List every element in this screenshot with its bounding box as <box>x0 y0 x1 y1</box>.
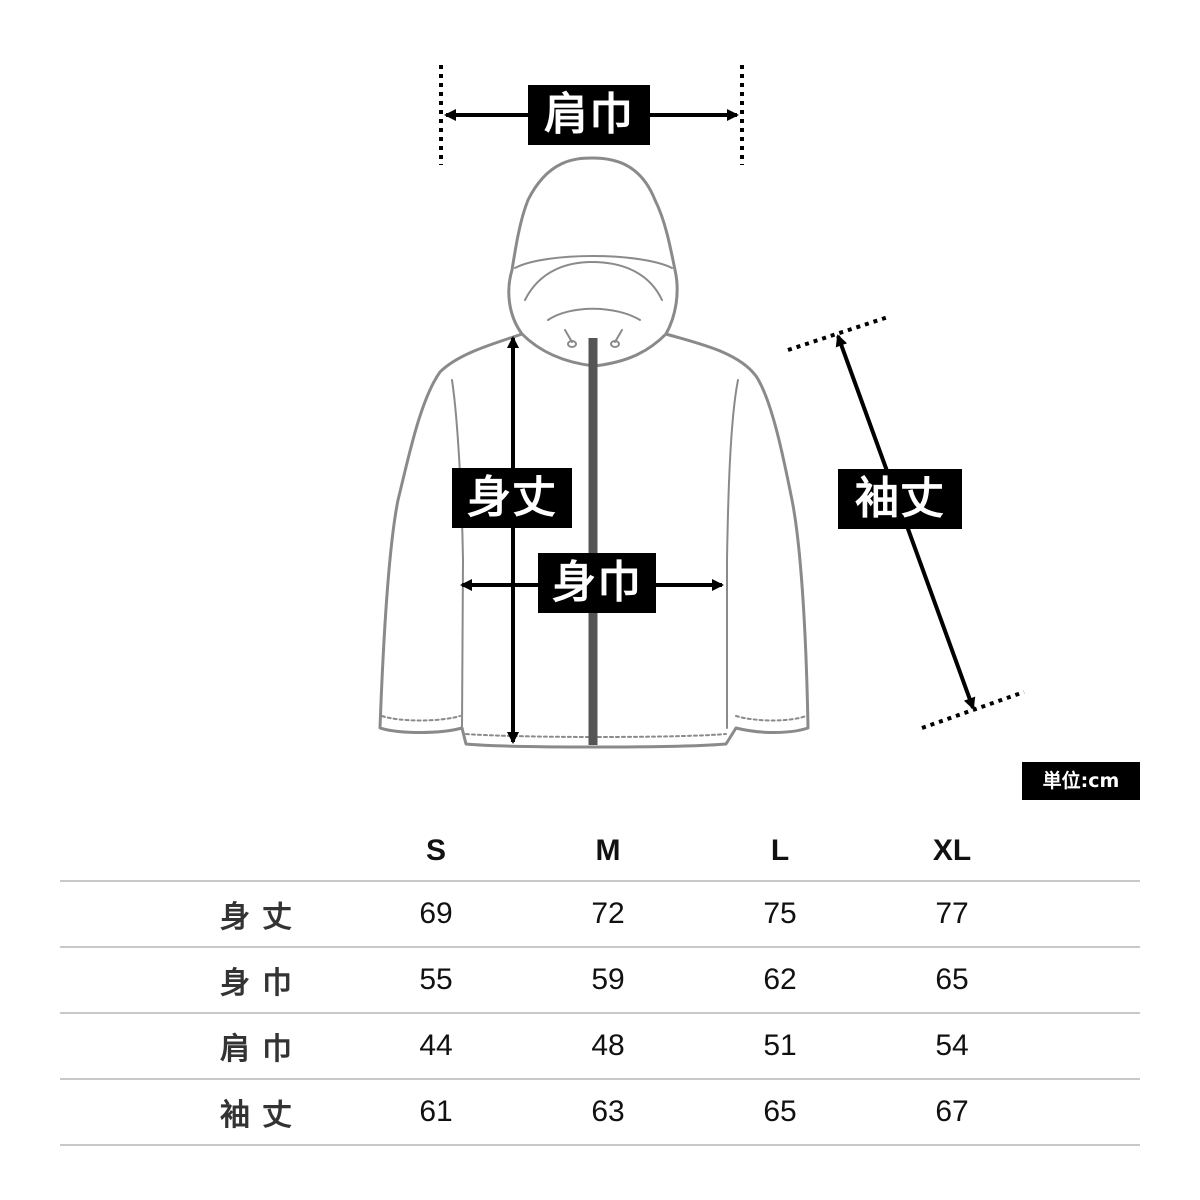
table-cell: 62 <box>694 946 866 1013</box>
row-label: 身巾 <box>60 946 350 1013</box>
table-row: 身丈 69 72 75 77 <box>60 880 1140 947</box>
table-cell: 69 <box>350 880 522 947</box>
table-cell: 54 <box>866 1012 1038 1079</box>
table-cell: 55 <box>350 946 522 1013</box>
table-cell: 67 <box>866 1078 1038 1146</box>
hood-outline <box>507 156 679 336</box>
jacket-body-outline <box>378 332 810 749</box>
shoulder-width-label: 肩巾 <box>528 85 650 145</box>
unit-label: 単位:cm <box>1022 762 1140 800</box>
table-cell: 59 <box>522 946 694 1013</box>
table-cell: 65 <box>866 946 1038 1013</box>
table-row: 肩巾 44 48 51 54 <box>60 1012 1140 1079</box>
table-row: 身巾 55 59 62 65 <box>60 946 1140 1013</box>
table-cell: 51 <box>694 1012 866 1079</box>
size-table: S M L XL 身丈 69 72 75 77 身巾 55 59 62 65 肩… <box>60 822 1140 1146</box>
table-cell: 77 <box>866 880 1038 947</box>
row-label: 身丈 <box>60 880 350 947</box>
table-row: 袖丈 61 63 65 67 <box>60 1078 1140 1146</box>
header-size-m: M <box>595 834 621 867</box>
header-size-s: S <box>425 834 446 867</box>
row-label: 袖丈 <box>60 1078 350 1146</box>
table-cell: 44 <box>350 1012 522 1079</box>
size-diagram: 肩巾 身丈 身巾 袖丈 単位:cm <box>378 65 1140 800</box>
size-header-row: S M L XL <box>60 822 1140 881</box>
row-label: 肩巾 <box>60 1012 350 1079</box>
body-width-label: 身巾 <box>538 553 656 613</box>
header-blank <box>60 822 350 881</box>
header-size-l: L <box>770 834 790 867</box>
table-cell: 48 <box>522 1012 694 1079</box>
table-cell: 72 <box>522 880 694 947</box>
table-cell: 61 <box>350 1078 522 1146</box>
body-length-label: 身丈 <box>452 468 572 528</box>
table-cell: 75 <box>694 880 866 947</box>
header-size-xl: XL <box>932 834 972 867</box>
table-cell: 63 <box>522 1078 694 1146</box>
sleeve-length-label: 袖丈 <box>838 469 962 529</box>
table-cell: 65 <box>694 1078 866 1146</box>
